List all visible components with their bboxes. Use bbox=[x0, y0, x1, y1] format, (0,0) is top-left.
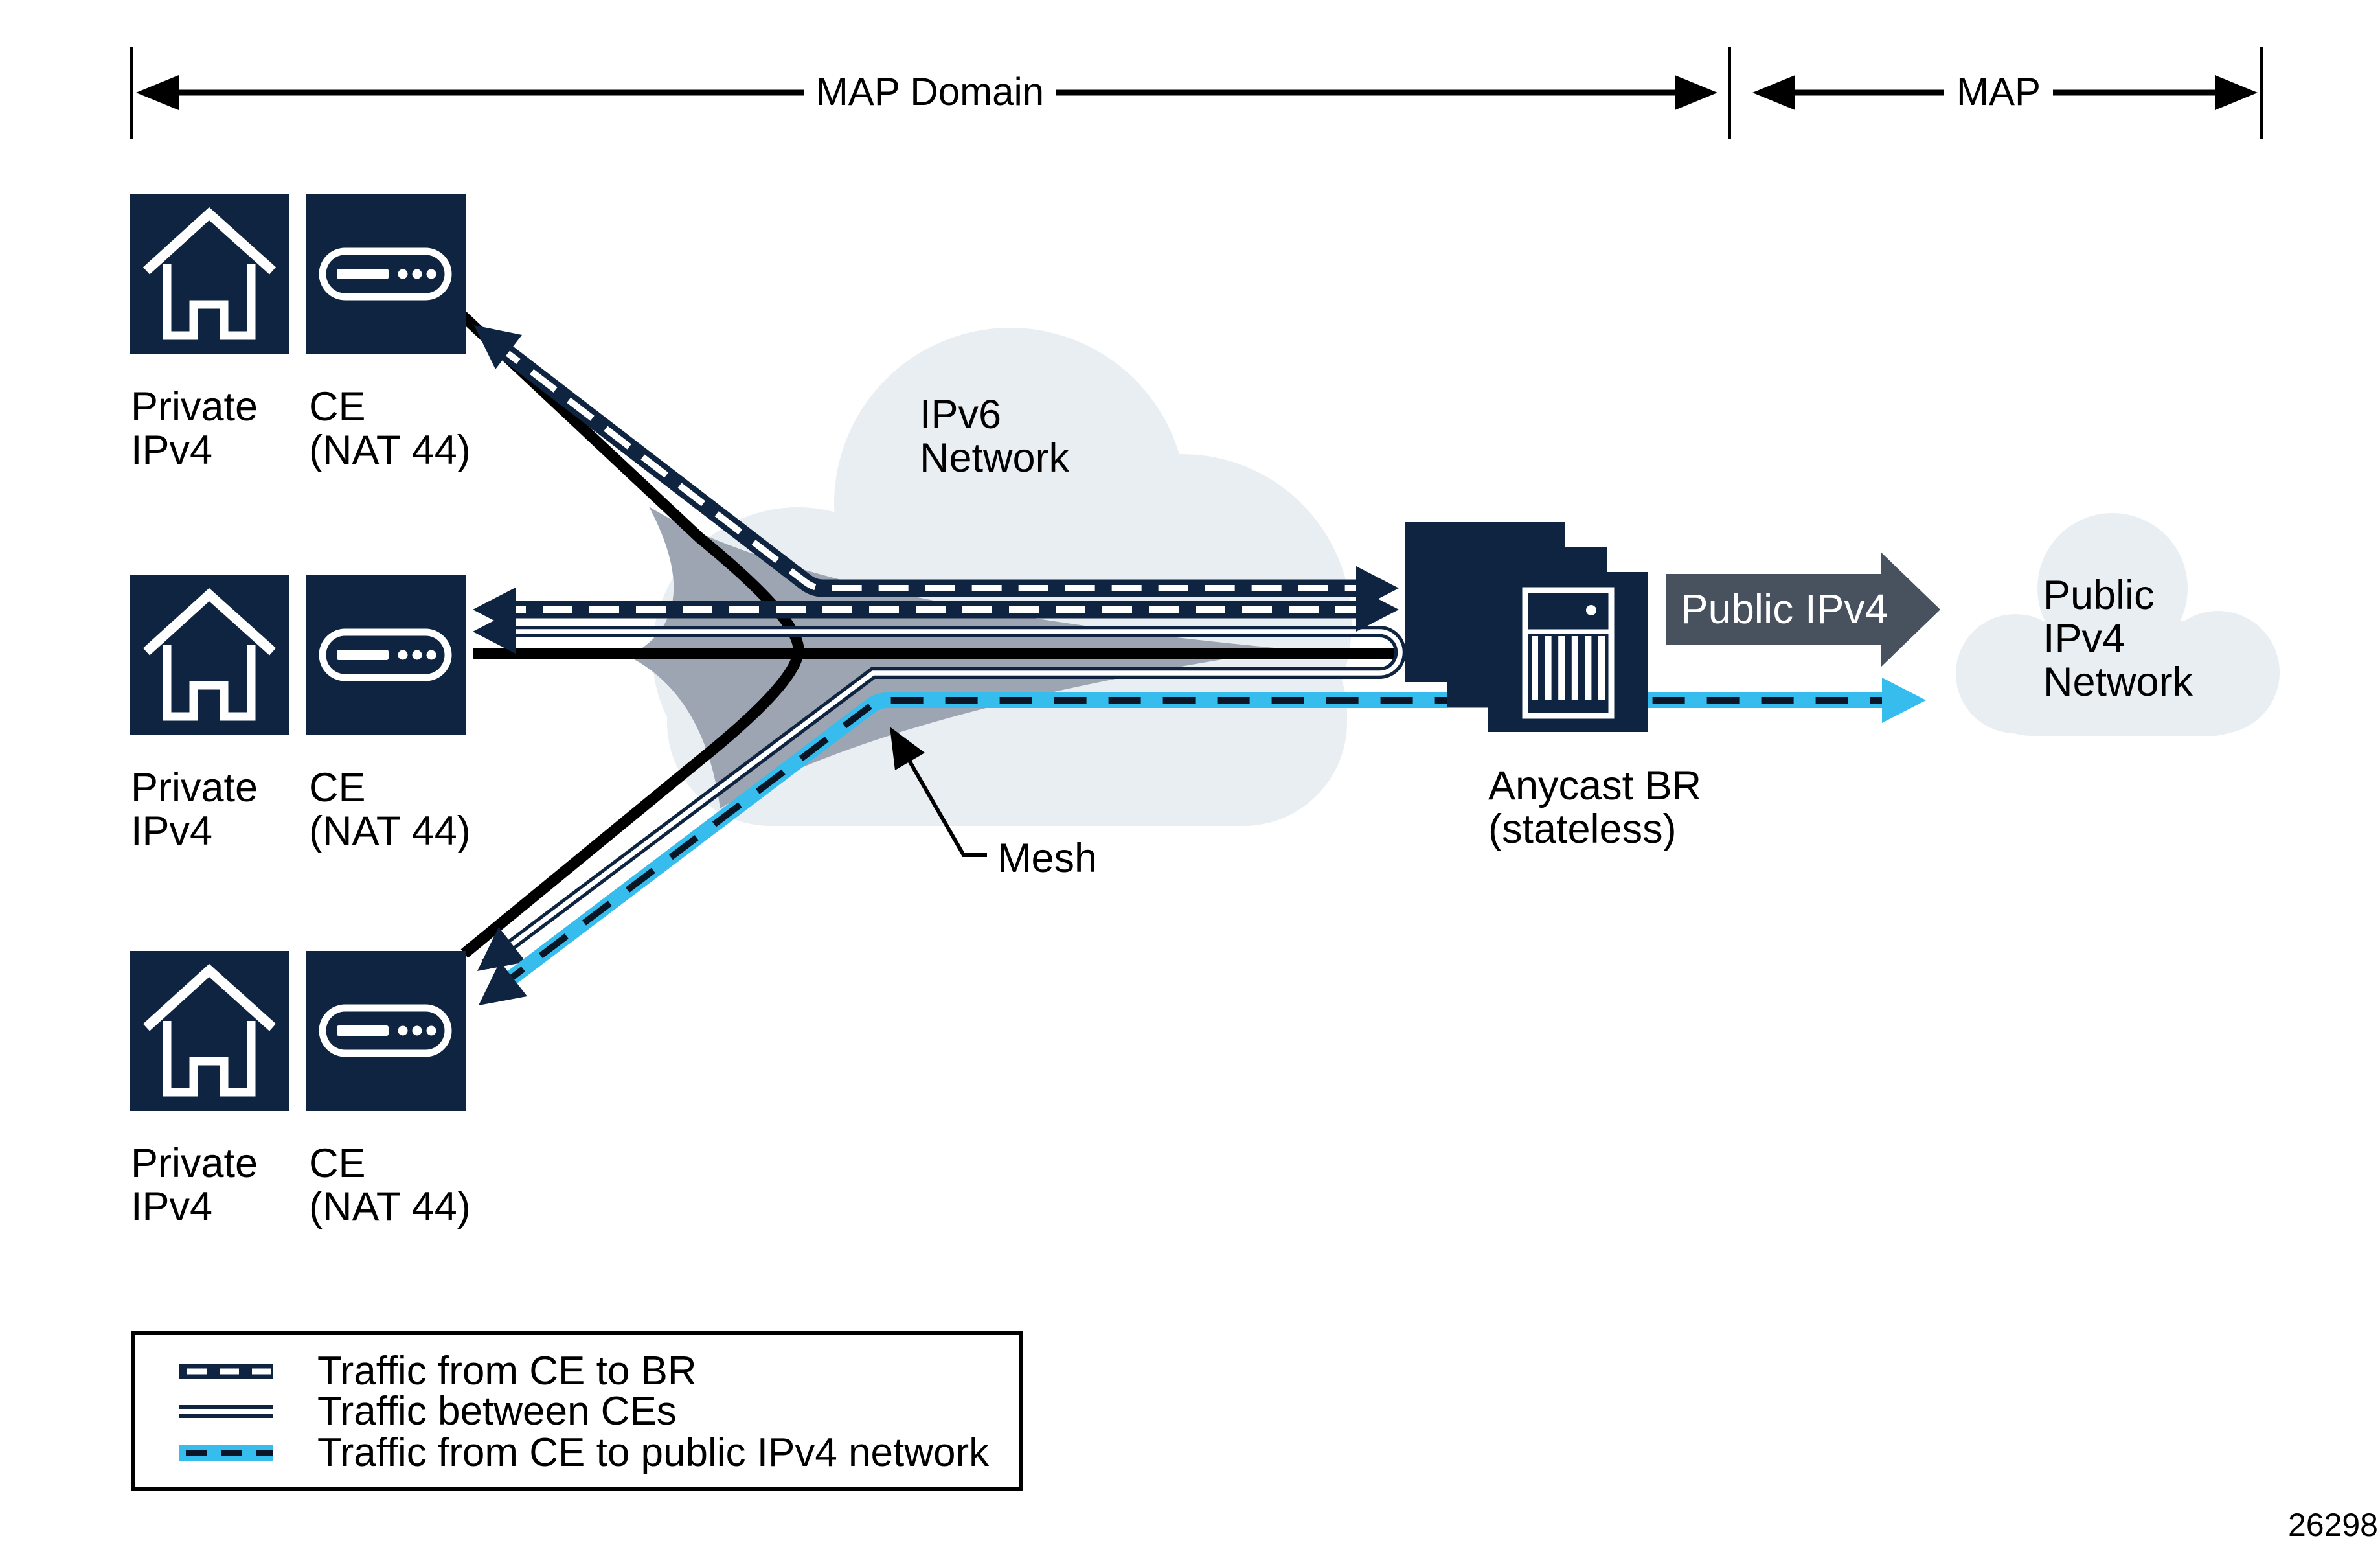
public-ipv4-arrow bbox=[1666, 552, 1940, 667]
public-ipv4-network-label: Public IPv4 Network bbox=[2043, 573, 2193, 705]
node-label-ce-3: CE(NAT 44) bbox=[309, 1141, 471, 1230]
router-icon bbox=[319, 1004, 452, 1057]
ruler-tick-middle bbox=[1728, 47, 1731, 139]
legend-symbol-ce-to-public-icon bbox=[179, 1445, 273, 1461]
node-label-ce-2: CE(NAT 44) bbox=[309, 765, 471, 854]
legend-symbol-between-ces-icon bbox=[179, 1405, 273, 1418]
map-domain-ruler bbox=[130, 47, 2263, 139]
legend-label: Traffic between CEs bbox=[317, 1389, 677, 1434]
ruler-arrow-right-icon bbox=[1675, 75, 1717, 110]
ce-node-1 bbox=[306, 194, 466, 354]
ruler-label-map-domain: MAP Domain bbox=[815, 70, 1045, 113]
legend-item-ce-to-public: Traffic from CE to public IPv4 network bbox=[135, 1430, 1019, 1475]
ruler-arrow-right2-icon bbox=[2215, 75, 2258, 110]
between-ces-arrowhead-ce3-icon bbox=[477, 927, 526, 971]
ce2-br-arrowhead-ce-icon bbox=[473, 588, 516, 632]
legend: Traffic from CE to BR Traffic between CE… bbox=[131, 1331, 1023, 1491]
figure-number: 26298 bbox=[2287, 1507, 2378, 1543]
anycast-br-label: Anycast BR(stateless) bbox=[1488, 763, 1702, 852]
traffic-line-ce2-to-br bbox=[473, 588, 1399, 632]
ce3-public-arrowhead-right-icon bbox=[1882, 678, 1926, 723]
router-icon bbox=[319, 628, 452, 681]
legend-symbol-ce-to-br-icon bbox=[179, 1364, 273, 1379]
ruler-tick-left bbox=[130, 47, 133, 139]
private-ipv4-node-3 bbox=[130, 951, 289, 1111]
br-square-front bbox=[1488, 572, 1648, 732]
ruler-arrow-left-icon bbox=[136, 75, 179, 110]
public-ipv4-network-cloud bbox=[1956, 513, 2280, 736]
ce-node-3 bbox=[306, 951, 466, 1111]
house-icon bbox=[142, 588, 277, 721]
traffic-line-ce3-to-public bbox=[479, 678, 1926, 1005]
public-ipv4-arrow-label: Public IPv4 bbox=[1680, 586, 1888, 632]
legend-item-ce-to-br: Traffic from CE to BR bbox=[135, 1349, 1019, 1393]
legend-label: Traffic from CE to BR bbox=[317, 1349, 697, 1393]
ruler-label-map: MAP bbox=[1956, 70, 2041, 113]
house-icon bbox=[142, 207, 277, 340]
ce-node-2 bbox=[306, 575, 466, 735]
house-icon bbox=[142, 963, 277, 1097]
mesh-label: Mesh bbox=[997, 836, 1098, 881]
server-icon bbox=[1522, 587, 1615, 719]
ce3-public-arrowhead-ce-icon bbox=[479, 961, 527, 1005]
router-icon bbox=[319, 247, 452, 301]
legend-label: Traffic from CE to public IPv4 network bbox=[317, 1430, 990, 1475]
private-ipv4-node-2 bbox=[130, 575, 289, 735]
ce2-br-arrowhead-br-icon bbox=[1356, 588, 1399, 632]
link-lines bbox=[458, 310, 1425, 958]
mesh-pointer-arrow bbox=[890, 727, 987, 857]
ce1-br-arrowhead-ce-icon bbox=[474, 325, 522, 369]
ruler-tick-right bbox=[2260, 47, 2263, 139]
node-label-ce-1: CE(NAT 44) bbox=[309, 384, 471, 473]
private-ipv4-node-1 bbox=[130, 194, 289, 354]
traffic-line-between-ces bbox=[473, 610, 1406, 971]
ruler-arrow-left2-icon bbox=[1752, 75, 1795, 110]
legend-item-between-ces: Traffic between CEs bbox=[135, 1389, 1019, 1434]
